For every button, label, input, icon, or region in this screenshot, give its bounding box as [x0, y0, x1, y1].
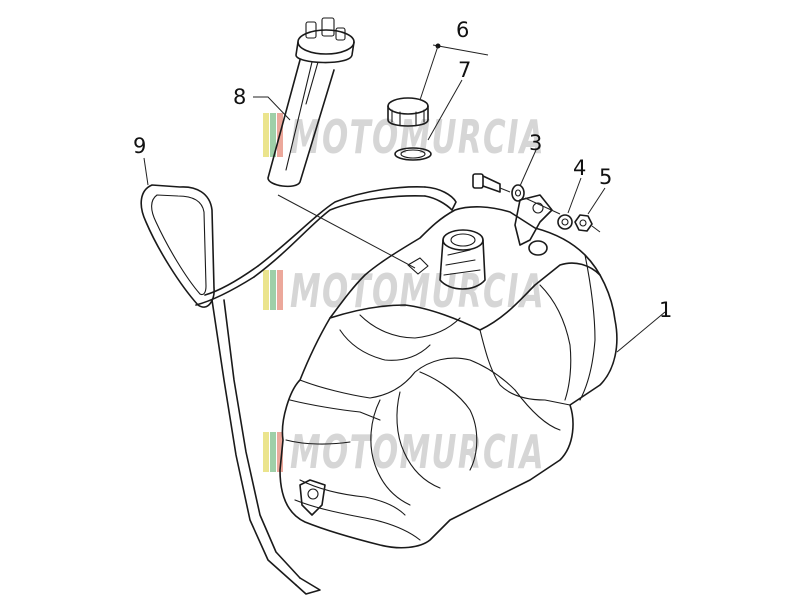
watermark-text: MOTOMURCIA [290, 110, 545, 164]
leader-lines [143, 43, 666, 353]
label-part-8: 8 [233, 85, 246, 109]
fuel-tank-part-1 [279, 194, 618, 549]
spacer-part-4 [557, 214, 573, 230]
part-labels: 1 3 4 5 6 7 8 9 [133, 18, 672, 322]
watermark-top: MOTOMURCIA [263, 110, 545, 164]
label-part-3: 3 [529, 131, 542, 155]
label-part-1: 1 [659, 298, 672, 322]
label-part-9: 9 [133, 134, 146, 158]
label-part-7: 7 [458, 58, 471, 82]
label-part-6: 6 [456, 18, 469, 42]
filler-seal-ring [394, 147, 432, 161]
watermark-bottom: MOTOMURCIA [263, 425, 545, 479]
filler-cap-part-7 [387, 97, 429, 127]
breather-hose-part-9 [140, 184, 457, 595]
nut-part-5 [574, 214, 593, 232]
fuel-level-sender-part-8 [267, 17, 355, 188]
watermark-text: MOTOMURCIA [290, 425, 545, 479]
watermark-middle: MOTOMURCIA [263, 264, 545, 318]
label-part-4: 4 [573, 156, 586, 180]
watermark-text: MOTOMURCIA [290, 264, 545, 318]
label-part-5: 5 [599, 165, 612, 189]
bolt-washer-part-3 [472, 173, 525, 202]
